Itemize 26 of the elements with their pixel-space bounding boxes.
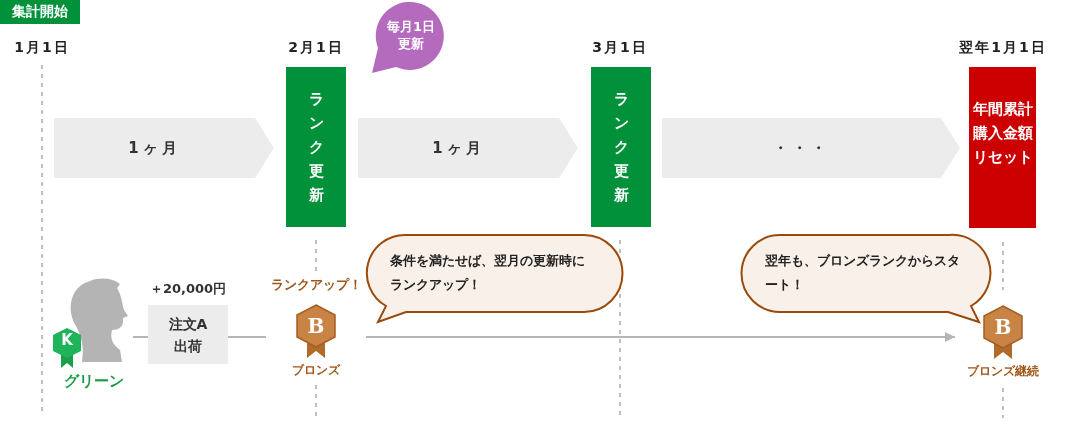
rank-name: ブロンズ継続 xyxy=(966,363,1040,380)
connector-line xyxy=(132,336,149,338)
start-tag: 集計開始 xyxy=(0,0,80,24)
rank-name: グリーン xyxy=(63,372,125,391)
order-box: 注文A出荷 xyxy=(148,305,228,364)
badge-letter: K xyxy=(60,331,74,349)
date-label: 3月1日 xyxy=(591,38,649,57)
rank-update-bar: ランク更新 xyxy=(591,67,651,227)
status-label: ランクアップ！ xyxy=(269,276,363,294)
period-label: 1ヶ月 xyxy=(128,138,181,158)
bubble-text: 条件を満たせば、翌月の更新時にランクアップ！ xyxy=(390,252,586,294)
reset-bar: 年間累計購入金額リセット xyxy=(969,67,1036,228)
rank-name: ブロンズ xyxy=(291,362,342,379)
date-label: 1月1日 xyxy=(13,38,71,57)
bubble-text: 毎月1日更新 xyxy=(386,18,436,52)
amount-label: ＋20,000円 xyxy=(148,280,228,298)
connector-line xyxy=(365,332,956,342)
badge-letter: B xyxy=(993,315,1013,339)
rank-update-bar: ランク更新 xyxy=(286,67,346,227)
bubble-text: 翌年も、ブロンズランクからスタート！ xyxy=(765,252,961,294)
period-label: ・・・ xyxy=(773,138,830,158)
connector-line xyxy=(227,336,267,338)
badge-letter: B xyxy=(306,314,326,338)
date-label: 2月1日 xyxy=(287,38,345,57)
period-label: 1ヶ月 xyxy=(432,138,485,158)
date-label: 翌年1月1日 xyxy=(958,38,1048,57)
